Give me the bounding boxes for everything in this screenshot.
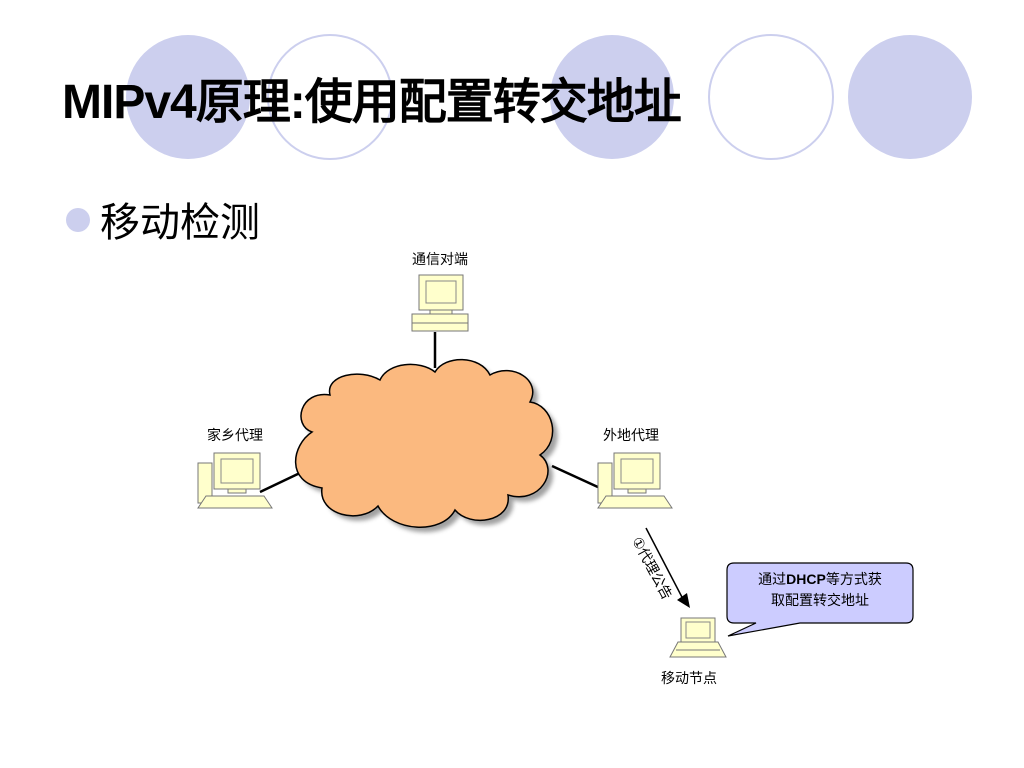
home-agent-computer bbox=[197, 452, 273, 509]
callout-bold: DHCP bbox=[786, 571, 826, 587]
mobile-node-laptop bbox=[669, 617, 727, 658]
mobile-node-label: 移动节点 bbox=[661, 671, 717, 687]
network-links bbox=[259, 332, 601, 494]
callout-line-1: 通过DHCP等方式获 bbox=[732, 569, 908, 591]
bullet-item: 移动检测 bbox=[66, 190, 260, 248]
slide-title: MIPv4原理:使用配置转交地址 bbox=[62, 76, 682, 129]
callout-bubble bbox=[726, 562, 914, 637]
decor-circle bbox=[708, 34, 834, 160]
internet-cloud bbox=[294, 358, 558, 533]
correspondent-label: 通信对端 bbox=[412, 252, 468, 268]
decor-circle bbox=[550, 35, 674, 159]
foreign-agent-label: 外地代理 bbox=[603, 428, 659, 444]
decor-circle bbox=[126, 35, 250, 159]
callout-text: 通过DHCP等方式获 取配置转交地址 bbox=[732, 569, 908, 612]
callout-prefix: 通过 bbox=[758, 572, 787, 588]
decor-circle bbox=[267, 34, 393, 160]
bullet-text: 移动检测 bbox=[100, 200, 260, 246]
callout-line-2: 取配置转交地址 bbox=[771, 593, 869, 609]
home-agent-label: 家乡代理 bbox=[207, 428, 263, 444]
correspondent-computer bbox=[411, 274, 469, 332]
foreign-agent-computer bbox=[597, 452, 673, 509]
decor-circle bbox=[848, 35, 972, 159]
link-home-agent bbox=[259, 470, 303, 494]
advertisement-arrow bbox=[645, 527, 690, 608]
decor-circles bbox=[126, 34, 972, 160]
link-foreign-agent bbox=[551, 464, 601, 490]
callout-suffix: 等方式获 bbox=[825, 572, 882, 588]
bullet-icon bbox=[66, 208, 90, 232]
